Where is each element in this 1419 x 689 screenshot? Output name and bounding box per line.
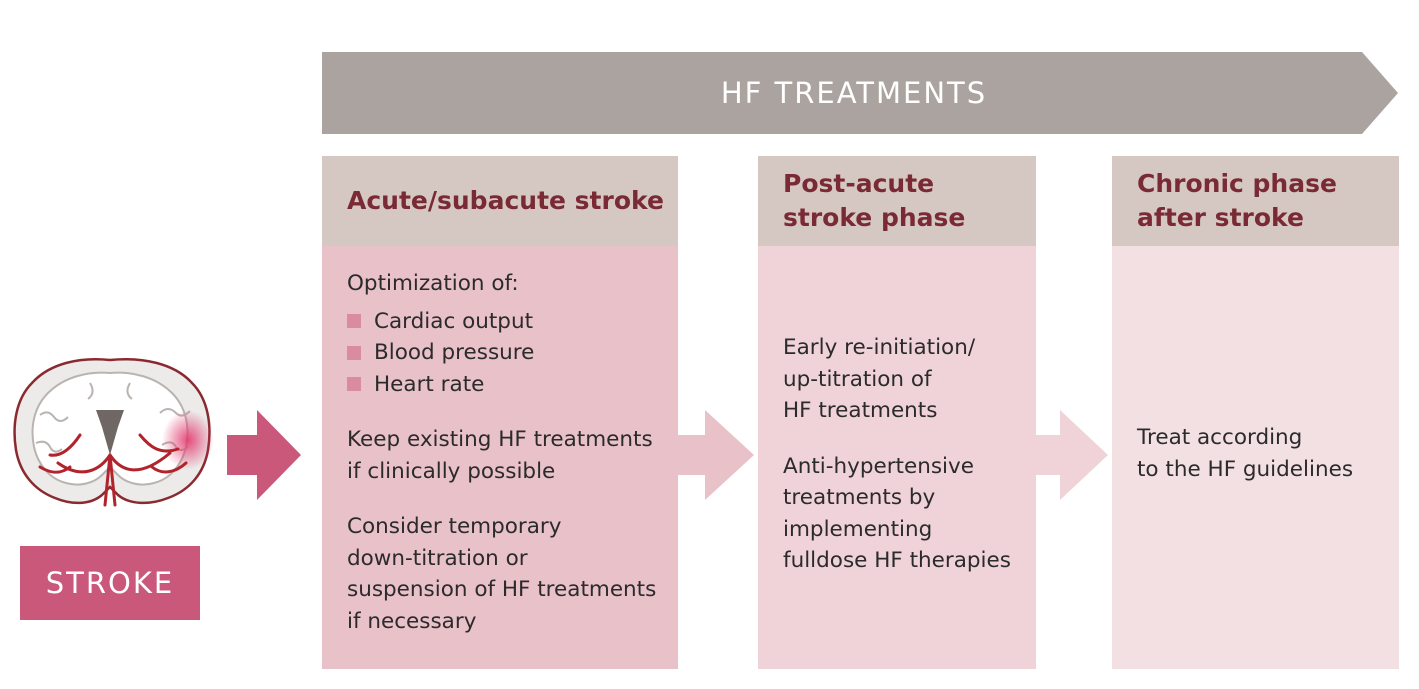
column-body: Treat according to the HF guidelines xyxy=(1112,246,1399,669)
text-line: if necessary xyxy=(347,608,477,634)
banner-arrow-shape xyxy=(322,52,1398,134)
text-line: Early re-initiation/ xyxy=(783,335,976,360)
text-line: Anti-hypertensive xyxy=(783,453,974,479)
text-line: suspension of HF treatments xyxy=(347,577,657,602)
text-line: Treat according xyxy=(1137,425,1303,450)
paragraph: Anti-hypertensive treatments by implemen… xyxy=(783,451,1026,577)
column-title: Chronic phase after stroke xyxy=(1137,167,1337,235)
paragraph: Keep existing HF treatments if clinicall… xyxy=(347,424,668,487)
column-title-line: after stroke xyxy=(1137,203,1304,232)
column-title: Post-acute stroke phase xyxy=(783,167,965,235)
hf-treatments-banner: HF TREATMENTS xyxy=(322,52,1398,134)
text-line: up-titration of xyxy=(783,366,932,392)
column-header: Post-acute stroke phase xyxy=(758,156,1036,246)
text-line: fulldose HF therapies xyxy=(783,548,1011,573)
text-line: if clinically possible xyxy=(347,458,556,484)
bullet-text: Heart rate xyxy=(374,371,485,397)
column-title: Acute/subacute stroke xyxy=(347,184,664,218)
column-header: Chronic phase after stroke xyxy=(1112,156,1399,246)
bullet-square-icon xyxy=(347,377,361,392)
list-item: Blood pressure xyxy=(347,337,668,369)
brain-icon xyxy=(13,358,214,507)
intro-text: Optimization of: xyxy=(347,271,519,296)
text-line: HF treatments xyxy=(783,398,938,423)
paragraph: Early re-initiation/ up-titration of HF … xyxy=(783,332,1026,427)
column-title-line: Acute/subacute stroke xyxy=(347,186,664,215)
column-title-line: Chronic phase xyxy=(1137,169,1337,198)
column-header: Acute/subacute stroke xyxy=(322,156,678,246)
list-item: Cardiac output xyxy=(347,306,668,338)
bullet-square-icon xyxy=(347,314,361,329)
column-post-acute-stroke: Post-acute stroke phase Early re-initiat… xyxy=(758,156,1036,669)
text-line: Keep existing HF treatments xyxy=(347,427,653,452)
list-item: Heart rate xyxy=(347,369,668,401)
arrow-right-icon xyxy=(1036,410,1108,500)
text-line: down-titration or xyxy=(347,545,528,571)
column-title-line: stroke phase xyxy=(783,203,966,232)
text-line: Consider temporary xyxy=(347,514,562,539)
paragraph: Consider temporary down-titration or sus… xyxy=(347,511,668,637)
bullet-list: Cardiac output Blood pressure Heart rate xyxy=(347,306,668,401)
column-acute-stroke: Acute/subacute stroke Optimization of: C… xyxy=(322,156,678,669)
column-chronic-phase: Chronic phase after stroke Treat accordi… xyxy=(1112,156,1399,669)
column-body: Optimization of: Cardiac output Blood pr… xyxy=(322,246,678,669)
stroke-label-box: STROKE xyxy=(20,546,200,620)
column-body: Early re-initiation/ up-titration of HF … xyxy=(758,246,1036,669)
bullet-text: Cardiac output xyxy=(374,308,534,334)
bullet-square-icon xyxy=(347,345,361,360)
text-line: implementing xyxy=(783,516,933,542)
paragraph: Treat according to the HF guidelines xyxy=(1137,422,1389,485)
bullet-text: Blood pressure xyxy=(374,340,535,365)
column-title-line: Post-acute xyxy=(783,169,935,198)
text-line: treatments by xyxy=(783,485,936,510)
banner-title: HF TREATMENTS xyxy=(720,76,988,110)
text-line: to the HF guidelines xyxy=(1137,456,1354,482)
arrow-right-icon xyxy=(678,410,754,500)
arrow-right-icon xyxy=(227,410,301,500)
